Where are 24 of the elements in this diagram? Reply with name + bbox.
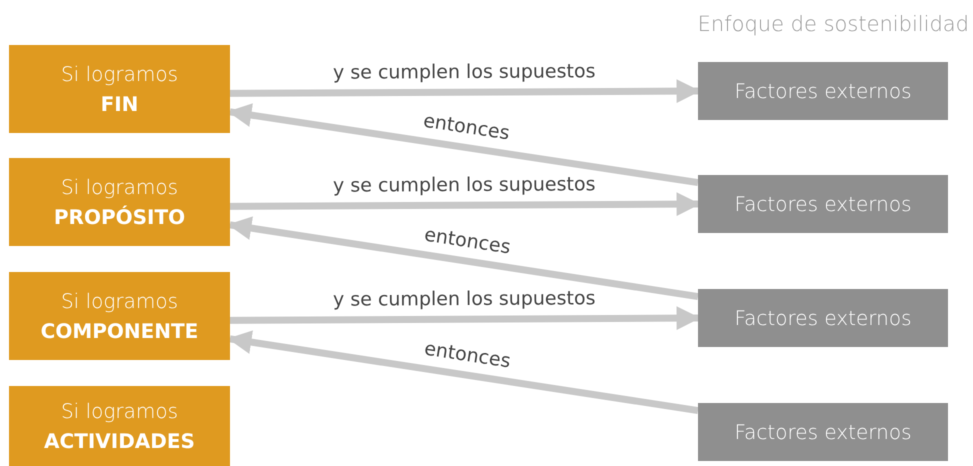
box-text: Factores externos [734, 305, 912, 332]
diagram-title: Enfoque de sostenibilidad [698, 12, 969, 36]
level-name: FIN [100, 91, 138, 118]
box-text: Si logramos [60, 398, 178, 425]
arrow [230, 192, 700, 216]
box-text: Si logramos [60, 61, 178, 88]
external-factor-box [698, 62, 948, 120]
external-factor-box [698, 403, 948, 461]
box-text: Factores externos [734, 78, 912, 105]
arrow [230, 79, 700, 103]
level-name: ACTIVIDADES [44, 428, 195, 455]
external-factor-box [698, 175, 948, 233]
objective-box [9, 45, 230, 133]
box-text: Si logramos [60, 288, 178, 315]
level-name: COMPONENTE [40, 318, 198, 345]
box-text: Factores externos [734, 191, 912, 218]
objective-box [9, 272, 230, 360]
level-name: PROPÓSITO [54, 204, 186, 231]
box-text: Si logramos [60, 174, 178, 201]
box-text: Factores externos [734, 419, 912, 446]
objective-box [9, 158, 230, 246]
objective-box [9, 386, 230, 466]
external-factor-box [698, 289, 948, 347]
arrow [230, 306, 700, 330]
